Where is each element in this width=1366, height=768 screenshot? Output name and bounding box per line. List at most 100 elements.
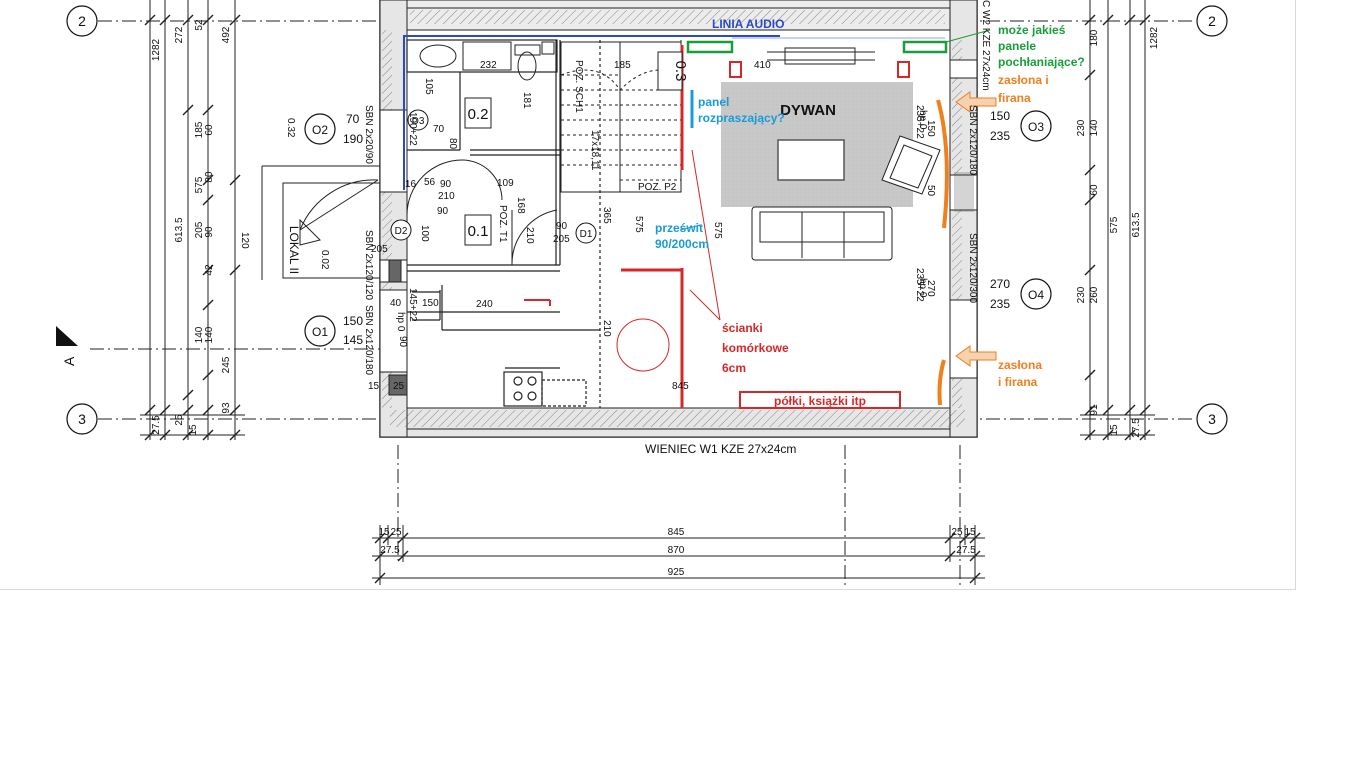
svg-text:0.02: 0.02 (319, 250, 330, 270)
curtain-top (936, 99, 949, 229)
curtain-arrow-bottom (955, 345, 997, 367)
svg-text:0.1: 0.1 (468, 223, 489, 240)
right-dimension-texts: 1282 140 230 60 575 260 230 27.5 613.5 1… (1076, 26, 1160, 437)
svg-text:15: 15 (1109, 424, 1120, 436)
door-d2: D2 (390, 219, 412, 241)
svg-text:120: 120 (239, 232, 250, 249)
column (388, 259, 402, 283)
bottom-dimension-texts: 15 25 845 25 15 27.5 870 27.5 925 (378, 527, 976, 578)
svg-text:870: 870 (668, 545, 685, 556)
svg-text:70: 70 (433, 124, 445, 135)
axis-bubble-3-left: 3 (66, 403, 98, 435)
curtain-top-label-2: firana (998, 91, 1031, 105)
svg-text:C W2 KZE 27x24cm: C W2 KZE 27x24cm (980, 0, 991, 91)
svg-text:235: 235 (990, 129, 1010, 143)
svg-text:42: 42 (204, 264, 215, 276)
svg-text:80: 80 (204, 171, 215, 183)
svg-text:POZ. T1: POZ. T1 (497, 205, 508, 243)
drawing-sheet: 2 2 3 3 A (0, 0, 1296, 590)
svg-text:105: 105 (423, 78, 434, 95)
svg-text:150: 150 (422, 298, 439, 309)
table-circle (616, 318, 670, 372)
svg-text:210: 210 (438, 191, 455, 202)
svg-text:O1: O1 (312, 325, 328, 339)
partition-pointer-2 (689, 289, 721, 321)
svg-text:492: 492 (221, 26, 232, 43)
svg-text:575: 575 (194, 176, 205, 193)
section-marker-a: A (56, 326, 78, 366)
svg-text:SBN 2x20/90: SBN 2x20/90 (363, 105, 374, 164)
opening-label-1: prześwit (655, 221, 703, 235)
svg-text:SBN 2x120/300: SBN 2x120/300 (967, 233, 978, 303)
panels-label-2: panele (998, 39, 1036, 53)
opening-pointer (679, 224, 701, 231)
svg-text:845: 845 (672, 381, 689, 392)
svg-text:210: 210 (524, 227, 535, 244)
left-dimension-texts: 1282 272 185 575 205 140 25 27.5 492 613… (151, 19, 232, 436)
svg-text:272: 272 (174, 26, 185, 43)
svg-text:93: 93 (221, 402, 232, 414)
opening-o2: O2 70 190 (304, 112, 363, 146)
axis-bubble-3-right: 3 (1196, 403, 1228, 435)
svg-text:O3: O3 (1028, 120, 1044, 134)
diffuser-label-1: panel (698, 95, 729, 109)
svg-text:270: 270 (925, 280, 936, 297)
axis-bubble-2-right: 2 (1196, 5, 1228, 37)
curtain-bottom-label-1: zasłona (998, 358, 1042, 372)
svg-text:2: 2 (78, 13, 86, 29)
svg-text:15: 15 (378, 527, 390, 538)
svg-text:27.5: 27.5 (380, 545, 400, 556)
svg-text:1282: 1282 (151, 38, 162, 61)
partitions-label-2: komórkowe (722, 341, 789, 355)
svg-text:15: 15 (368, 381, 380, 392)
panel-pointer (945, 29, 991, 43)
svg-text:90: 90 (204, 226, 215, 238)
svg-text:52: 52 (194, 19, 205, 31)
svg-text:0.2: 0.2 (468, 106, 489, 123)
room-label-03: 0.3 (657, 51, 689, 91)
svg-text:2: 2 (1208, 13, 1216, 29)
svg-text:270: 270 (990, 277, 1010, 291)
svg-text:235: 235 (990, 297, 1010, 311)
room-label-01: 0.1 (464, 214, 492, 246)
svg-text:410: 410 (754, 60, 771, 71)
svg-text:O4: O4 (1028, 288, 1044, 302)
svg-text:150: 150 (343, 314, 363, 328)
axis-bubble-2-left: 2 (66, 5, 98, 37)
svg-text:90: 90 (556, 221, 568, 232)
svg-text:25: 25 (951, 527, 963, 538)
svg-text:210: 210 (601, 320, 612, 337)
panels-label-3: pochłaniające? (998, 55, 1085, 69)
curtain-bottom (937, 359, 946, 406)
svg-text:hp 0: hp 0 (917, 110, 928, 130)
svg-text:3: 3 (1208, 411, 1216, 427)
partitions-label-1: ścianki (722, 321, 763, 335)
svg-text:27.5: 27.5 (151, 415, 162, 435)
bottom-dimension-chains (372, 525, 985, 585)
svg-text:575: 575 (1109, 216, 1120, 233)
svg-text:hp 0: hp 0 (917, 278, 928, 298)
opening-label-2: 90/200cm (655, 237, 709, 251)
lokal-label: LOKAL II (287, 226, 301, 274)
svg-text:140: 140 (194, 326, 205, 343)
opening-o4: O4 270 235 (990, 277, 1052, 311)
svg-text:575: 575 (633, 216, 644, 233)
svg-text:235+22: 235+22 (914, 268, 925, 302)
svg-text:70: 70 (346, 112, 360, 126)
svg-text:27.5: 27.5 (1131, 418, 1142, 438)
svg-text:168: 168 (515, 197, 526, 214)
svg-text:140: 140 (1089, 119, 1100, 136)
svg-text:60: 60 (204, 124, 215, 136)
right-dimension-chains (1080, 0, 1155, 441)
svg-text:D2: D2 (395, 226, 408, 237)
svg-text:0.3: 0.3 (672, 61, 689, 82)
curtain-arrow-top (955, 91, 997, 113)
door-d3: D3 (407, 109, 429, 131)
svg-text:190: 190 (343, 132, 363, 146)
svg-text:232: 232 (480, 60, 497, 71)
door-d1: D1 (575, 222, 597, 244)
wall-hatching (382, 10, 965, 427)
svg-text:91: 91 (1089, 404, 1100, 416)
acoustic-panel-right (902, 40, 948, 54)
svg-text:109: 109 (497, 178, 514, 189)
